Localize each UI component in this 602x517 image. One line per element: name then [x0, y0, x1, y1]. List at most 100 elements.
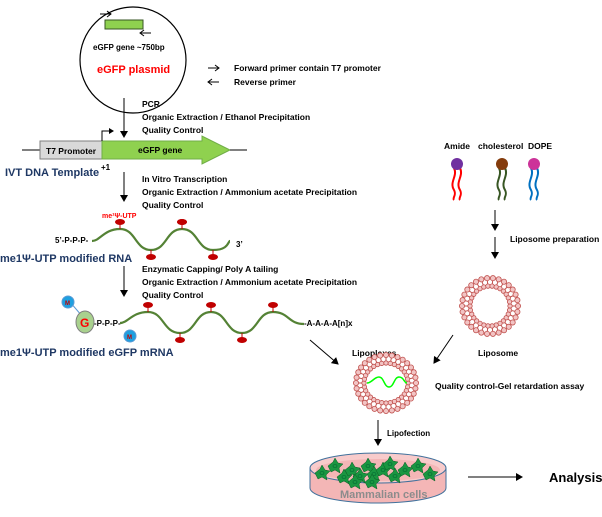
- cell-nucleus: [319, 471, 325, 475]
- step1-text: PCR Organic Extraction / Ethanol Precipi…: [142, 99, 310, 135]
- plasmid-gene-label: eGFP gene ~750bp: [93, 43, 165, 52]
- modification-markers: [115, 219, 218, 260]
- lipid-head: [468, 323, 475, 330]
- lipid-head: [377, 352, 384, 359]
- lipid-label-amide: Amide: [444, 141, 470, 151]
- guanosine-cap-icon: [75, 310, 95, 334]
- lipid-head: [461, 291, 468, 298]
- lipid-head: [493, 322, 499, 328]
- lipid-tail: [496, 167, 501, 201]
- lipid-head: [497, 286, 503, 292]
- cell: [410, 457, 427, 474]
- lipid-head: [355, 369, 362, 376]
- primer-legend: Forward primer contain T7 promoter Rever…: [207, 63, 382, 87]
- cell-nucleus: [387, 462, 393, 466]
- lipid-head: [398, 394, 405, 400]
- lipid-tail: [451, 167, 456, 201]
- lipid-head: [485, 283, 491, 289]
- lipid-head: [467, 303, 473, 309]
- step2-line: Quality Control: [142, 200, 203, 210]
- lipid-head: [399, 403, 406, 410]
- lipid-head: [474, 288, 480, 294]
- ivt-dna-template: T7 Promoter eGFP gene +1 IVT DNA Templat…: [5, 128, 247, 179]
- lipid-head: [358, 364, 365, 371]
- egfp-gene-arrow: [101, 135, 232, 165]
- lipid-tail: [528, 167, 533, 201]
- step3-text: Enzymatic Capping/ Poly A tailing Organi…: [142, 264, 357, 300]
- lipid-head: [484, 275, 491, 282]
- lipid-head: [514, 308, 521, 315]
- modification-marker: [177, 219, 187, 225]
- lipid-head: [379, 360, 385, 366]
- step3-line: Organic Extraction / Ammonium acetate Pr…: [142, 277, 357, 287]
- cell: [382, 455, 399, 472]
- lipid-head: [353, 385, 360, 392]
- lipid-head: [371, 354, 378, 361]
- lipid-head: [361, 399, 368, 406]
- reverse-primer-icon: [139, 29, 151, 37]
- lipid-head: [459, 308, 466, 315]
- mrna-title: me1Ψ-UTP modified eGFP mRNA: [0, 347, 174, 359]
- lipid-head: [379, 400, 385, 406]
- lipid-head: [503, 315, 509, 321]
- lipid-head: [489, 275, 496, 282]
- methyl-cap-icon: [61, 295, 75, 309]
- modification-marker: [115, 219, 125, 225]
- lipid-head: [387, 360, 393, 366]
- lipid-head: [387, 400, 393, 406]
- modification-marker: [208, 254, 218, 260]
- lipid-head: [394, 405, 401, 412]
- lipid-head: [468, 282, 475, 289]
- cell-nucleus: [341, 475, 347, 479]
- lipid-head: [361, 360, 368, 367]
- lipid-head: [395, 363, 401, 369]
- lipid-head: [478, 329, 485, 336]
- lipid-head: [464, 286, 471, 293]
- lipid-head: [366, 356, 373, 363]
- rna-modification-label: me¹Ψ-UTP: [102, 213, 137, 220]
- mrna-triphosphate: -P-P-P-: [94, 319, 121, 328]
- cells-label: Mammalian cells: [340, 489, 427, 501]
- step1-line: Organic Extraction / Ethanol Precipitati…: [142, 112, 310, 122]
- cell: [375, 461, 392, 478]
- cell-nucleus: [332, 464, 338, 468]
- poly-a-tail: -A-A-A-A[n]x: [304, 319, 353, 328]
- lipid-head: [391, 398, 398, 405]
- step3-line: Quality Control: [142, 290, 203, 300]
- lipid-head: [509, 286, 516, 293]
- cap-g-label: G: [80, 316, 89, 330]
- step2-text: In Vitro Transcription Organic Extractio…: [142, 174, 357, 210]
- lipoplexes-label: Lipoplexes: [352, 348, 397, 358]
- modification-markers: [143, 302, 278, 343]
- lipid-head: [489, 330, 496, 337]
- lipid-head: [352, 379, 359, 386]
- lipid-components: Amide cholesterol DOPE: [444, 141, 552, 201]
- cell-nucleus: [427, 472, 433, 476]
- plasmid-circle: [79, 6, 187, 114]
- reverse-arrow-icon: [207, 78, 219, 86]
- rna-strand: [91, 227, 231, 252]
- lipid-head: [458, 302, 465, 309]
- modification-marker: [268, 302, 278, 308]
- cell: [397, 461, 414, 478]
- methyl-icon: [123, 329, 137, 343]
- lipid-head: [388, 352, 395, 359]
- step1-line: PCR: [142, 99, 160, 109]
- cell: [314, 464, 331, 481]
- cell-nucleus: [349, 468, 355, 472]
- plasmid: eGFP gene ~750bp eGFP plasmid: [79, 6, 187, 114]
- legend-reverse: Reverse primer: [234, 77, 297, 87]
- lipid-head: [477, 320, 483, 326]
- qc-label: Quality control-Gel retardation assay: [435, 381, 585, 391]
- legend-forward: Forward primer contain T7 promoter: [234, 63, 382, 73]
- lipid-head: [496, 158, 508, 170]
- lipid-head: [471, 291, 477, 297]
- lipid-head: [355, 390, 362, 397]
- modification-marker: [206, 302, 216, 308]
- modification-marker: [237, 337, 247, 343]
- modification-marker: [146, 254, 156, 260]
- lipid-head: [512, 291, 519, 298]
- lipid-head: [514, 297, 521, 304]
- lipid-head: [382, 351, 389, 358]
